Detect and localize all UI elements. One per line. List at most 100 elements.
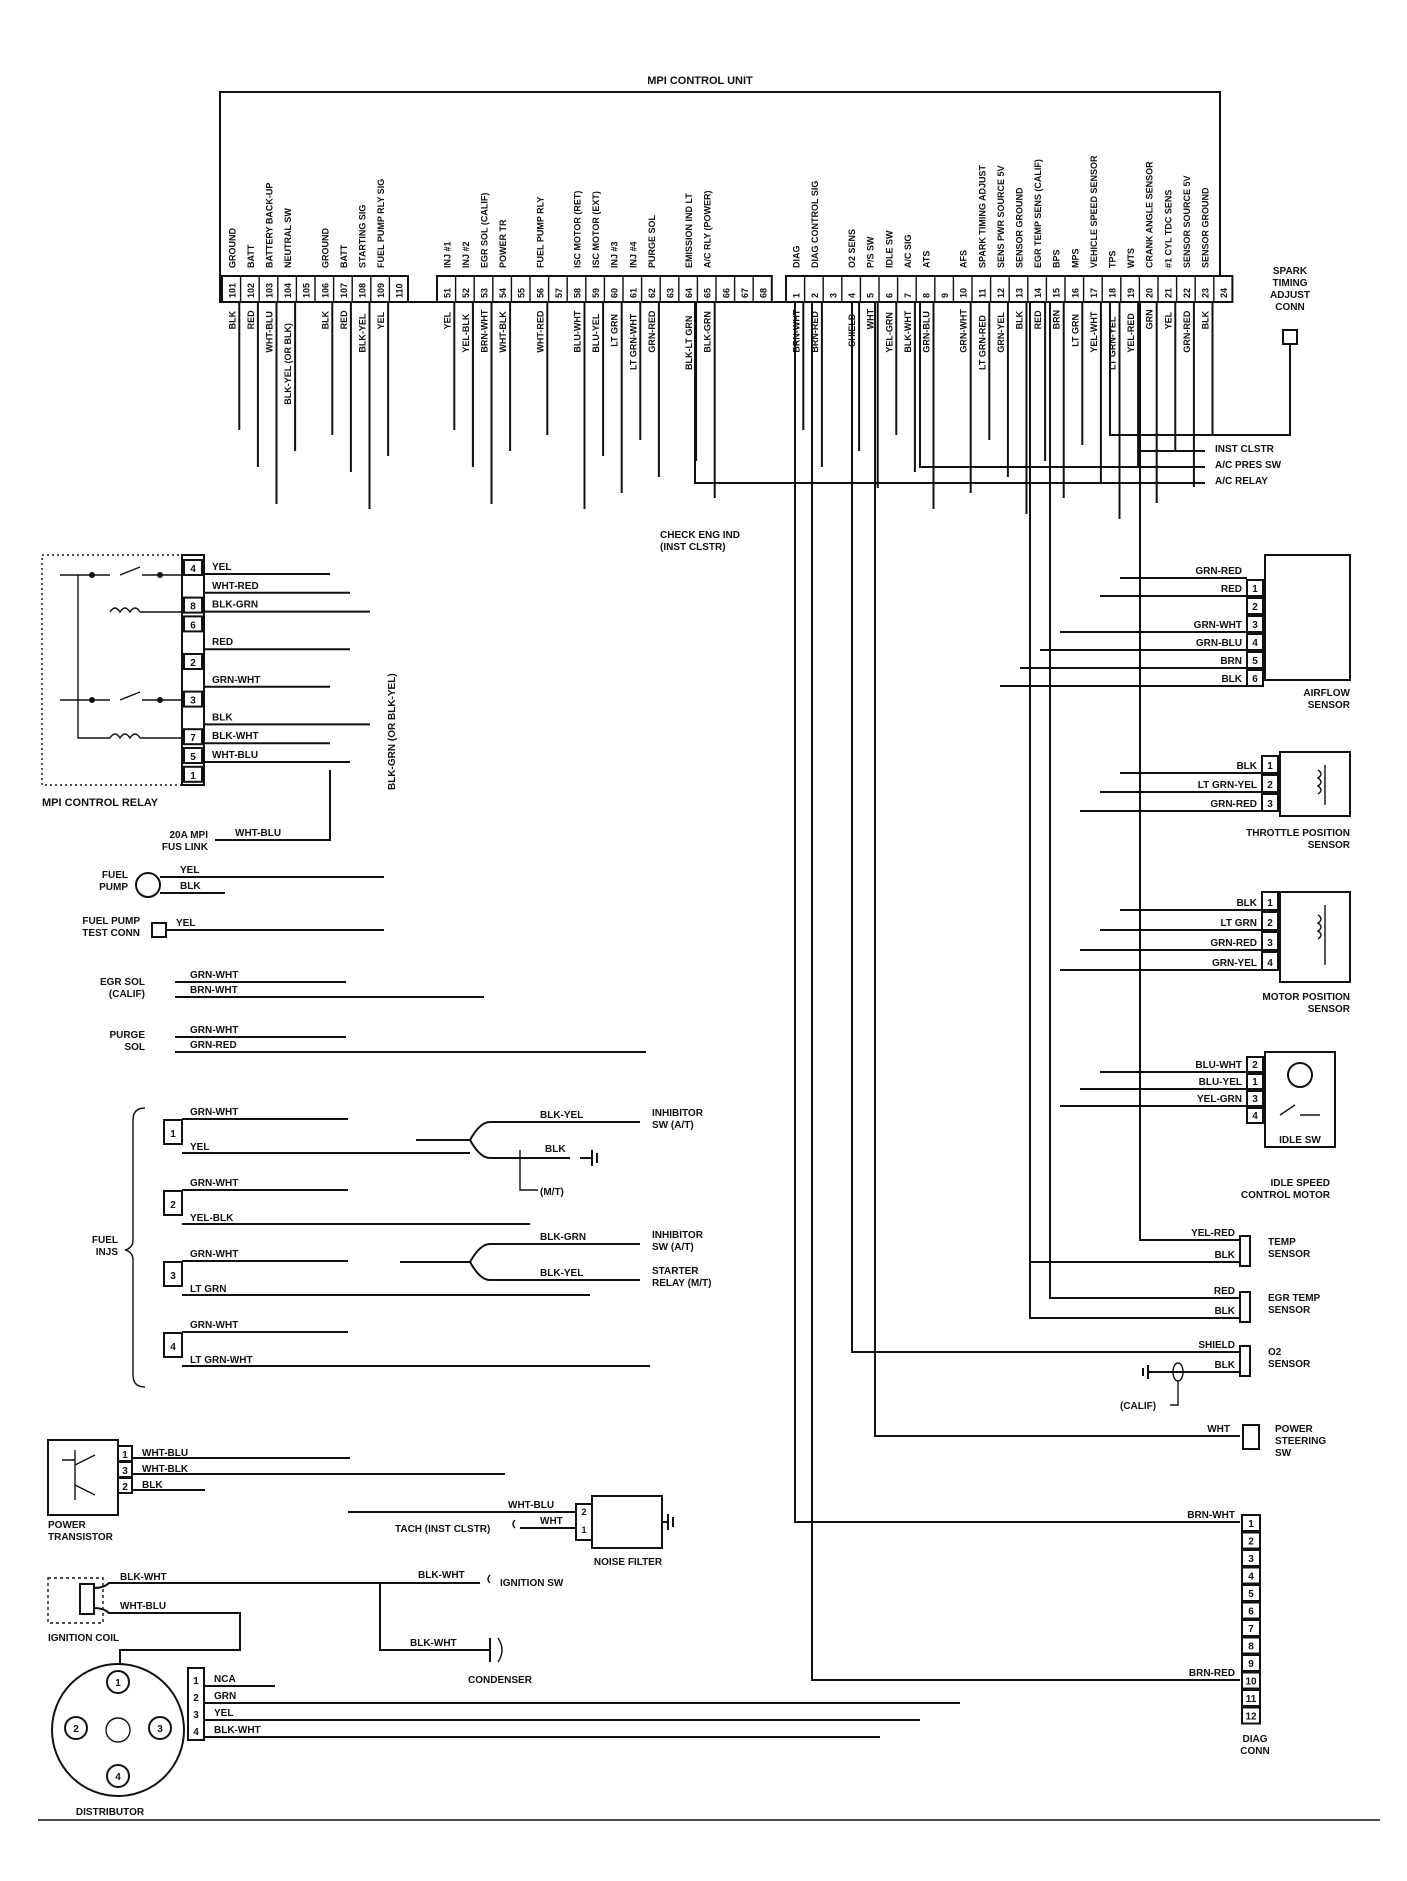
ecu-wire-color: BRN-WHT <box>480 309 490 352</box>
ecu-wire-color: GRN-RED <box>1182 310 1192 352</box>
ecu-pin-number: 103 <box>265 283 275 298</box>
relay-wire-label: BLK-GRN <box>212 600 258 611</box>
svg-text:IGNITION SW: IGNITION SW <box>500 1578 564 1589</box>
diag-pin <box>1241 1584 1261 1602</box>
ecu-pin-name: VEHICLE SPEED SENSOR <box>1089 155 1099 268</box>
ecu-pin-number: 20 <box>1145 288 1155 298</box>
ecu-pin-number: 102 <box>246 283 256 298</box>
svg-text:EGR TEMP: EGR TEMP <box>1268 1293 1321 1304</box>
ecu-wire-color: RED <box>1033 310 1043 330</box>
ecu-pin-number: 8 <box>922 293 932 298</box>
mps-pin <box>1261 911 1279 931</box>
ecu-pin-name: MPS <box>1070 248 1080 268</box>
relay-pin-number: 4 <box>190 564 196 575</box>
ecu-wire-color: YEL-GRN <box>884 312 894 353</box>
svg-text:WHT-BLU: WHT-BLU <box>120 1601 166 1612</box>
distributor-pin-number: 3 <box>193 1710 199 1721</box>
svg-text:BLK-GRN: BLK-GRN <box>540 1232 586 1243</box>
mps-pin <box>1261 951 1279 971</box>
ecu-pin-name: A/C RLY (POWER) <box>703 190 713 268</box>
injector-number: 2 <box>170 1200 176 1211</box>
ecu-pin-number: 5 <box>866 293 876 298</box>
ecu-pin-number: 65 <box>703 288 713 298</box>
ecu-wire-color: YEL-WHT <box>1089 311 1099 352</box>
svg-text:CONN: CONN <box>1275 302 1304 313</box>
ecu-pin-name: ATS <box>922 251 932 268</box>
diag-pin <box>1241 1654 1261 1672</box>
ecu-pin-number: 10 <box>959 288 969 298</box>
diag-connector: BRN-WHT BRN-RED DIAG CONN 12345678910111… <box>794 302 1270 1757</box>
airflow-pin <box>1246 615 1264 633</box>
svg-text:BRN-WHT: BRN-WHT <box>1187 1510 1235 1521</box>
svg-text:IDLE SW: IDLE SW <box>1279 1135 1321 1146</box>
tps-pin-number: 1 <box>1267 761 1273 772</box>
svg-text:WHT: WHT <box>540 1516 563 1527</box>
distributor-cap-terminal <box>64 1716 88 1740</box>
injector-wire-a: GRN-WHT <box>190 1320 238 1331</box>
ecu-pin-number: 51 <box>442 288 452 298</box>
ecu-wire-color: LT GRN-RED <box>977 315 987 370</box>
ecu-wire-color: BRN-WHT <box>791 309 801 352</box>
injector-connector <box>163 1119 183 1145</box>
svg-text:BRN-WHT: BRN-WHT <box>190 985 238 996</box>
svg-text:TIMING: TIMING <box>1273 278 1308 289</box>
diag-pin-number: 2 <box>1248 1537 1254 1548</box>
ecu-pin-name: ISC MOTOR (EXT) <box>591 191 601 268</box>
injector-wire-b: YEL-BLK <box>190 1213 234 1224</box>
diag-pin-number: 10 <box>1245 1677 1257 1688</box>
injector-wire-a: GRN-WHT <box>190 1249 238 1260</box>
mps-pin-number: 1 <box>1267 898 1273 909</box>
egr-sol: EGR SOL (CALIF) GRN-WHT BRN-WHT <box>100 970 484 1000</box>
mps-wire-label: LT GRN <box>1221 918 1257 929</box>
ecu-pin-name: WTS <box>1126 248 1136 268</box>
inhibitor-switches: BLK-YEL INHIBITOR SW (A/T) BLK (M/T) BLK… <box>400 1108 711 1289</box>
ecu-pin-number: 101 <box>227 283 237 298</box>
ignition-coil: BLK-WHT WHT-BLU IGNITION COIL BLK-WHT IG… <box>47 1570 564 1686</box>
ecu-pin-name: P/S SW <box>866 236 876 268</box>
tps-pin-number: 2 <box>1267 780 1273 791</box>
diag-pin-number: 4 <box>1248 1572 1254 1583</box>
ecu-pin-number: 2 <box>810 293 820 298</box>
svg-text:SENSOR: SENSOR <box>1268 1249 1311 1260</box>
ecu-pin-name: TPS <box>1108 250 1118 268</box>
ecu-pin-name: SENS PWR SOURCE 5V <box>996 165 1006 268</box>
svg-text:BLK-WHT: BLK-WHT <box>418 1570 465 1581</box>
ecu-wire-color: RED <box>339 310 349 330</box>
relay-wire-label: WHT-BLU <box>212 750 258 761</box>
diag-pin <box>1241 1619 1261 1637</box>
check-engine-label: CHECK ENG IND (INST CLSTR) <box>660 530 740 553</box>
airflow-wire-label: BLK <box>1221 674 1242 685</box>
airflow-wire-label: BRN <box>1220 656 1242 667</box>
svg-text:DIAG: DIAG <box>1243 1734 1268 1745</box>
ecu-pin-number: 1 <box>791 293 801 298</box>
power-transistor-pin <box>117 1477 133 1494</box>
mps-pin-number: 3 <box>1267 938 1273 949</box>
airflow-wire-label: GRN-WHT <box>1194 620 1242 631</box>
airflow-pin-number: 1 <box>1252 584 1258 595</box>
airflow-pin-number: 3 <box>1252 620 1258 631</box>
svg-text:BLK: BLK <box>1214 1306 1235 1317</box>
svg-text:BLK: BLK <box>180 881 201 892</box>
svg-text:STEERING: STEERING <box>1275 1436 1326 1447</box>
mps-pin-number: 4 <box>1267 958 1273 969</box>
injector-connector <box>163 1332 183 1358</box>
injector-number: 4 <box>170 1342 176 1353</box>
ecu-pin-number: 6 <box>884 293 894 298</box>
injector-connector <box>163 1190 183 1216</box>
distributor-cap-number: 3 <box>157 1724 163 1735</box>
ecu-wire-color: BLU-WHT <box>573 310 583 352</box>
svg-text:POWER: POWER <box>1275 1424 1314 1435</box>
svg-text:BLK: BLK <box>1214 1360 1235 1371</box>
svg-text:INHIBITOR: INHIBITOR <box>652 1108 704 1119</box>
ecu-pin-number: 109 <box>376 283 386 298</box>
svg-text:PUMP: PUMP <box>99 882 128 893</box>
ecu-pin-number: 54 <box>498 288 508 298</box>
ecu-wire-color: BRN <box>1052 310 1062 330</box>
ecu-pin-name: SENSOR GROUND <box>1201 187 1211 268</box>
svg-text:SPARK: SPARK <box>1273 266 1308 277</box>
ecu-wire-color: BLK-YEL <box>358 313 368 352</box>
mps-wire-label: BLK <box>1236 898 1257 909</box>
diag-pin <box>1241 1689 1261 1707</box>
